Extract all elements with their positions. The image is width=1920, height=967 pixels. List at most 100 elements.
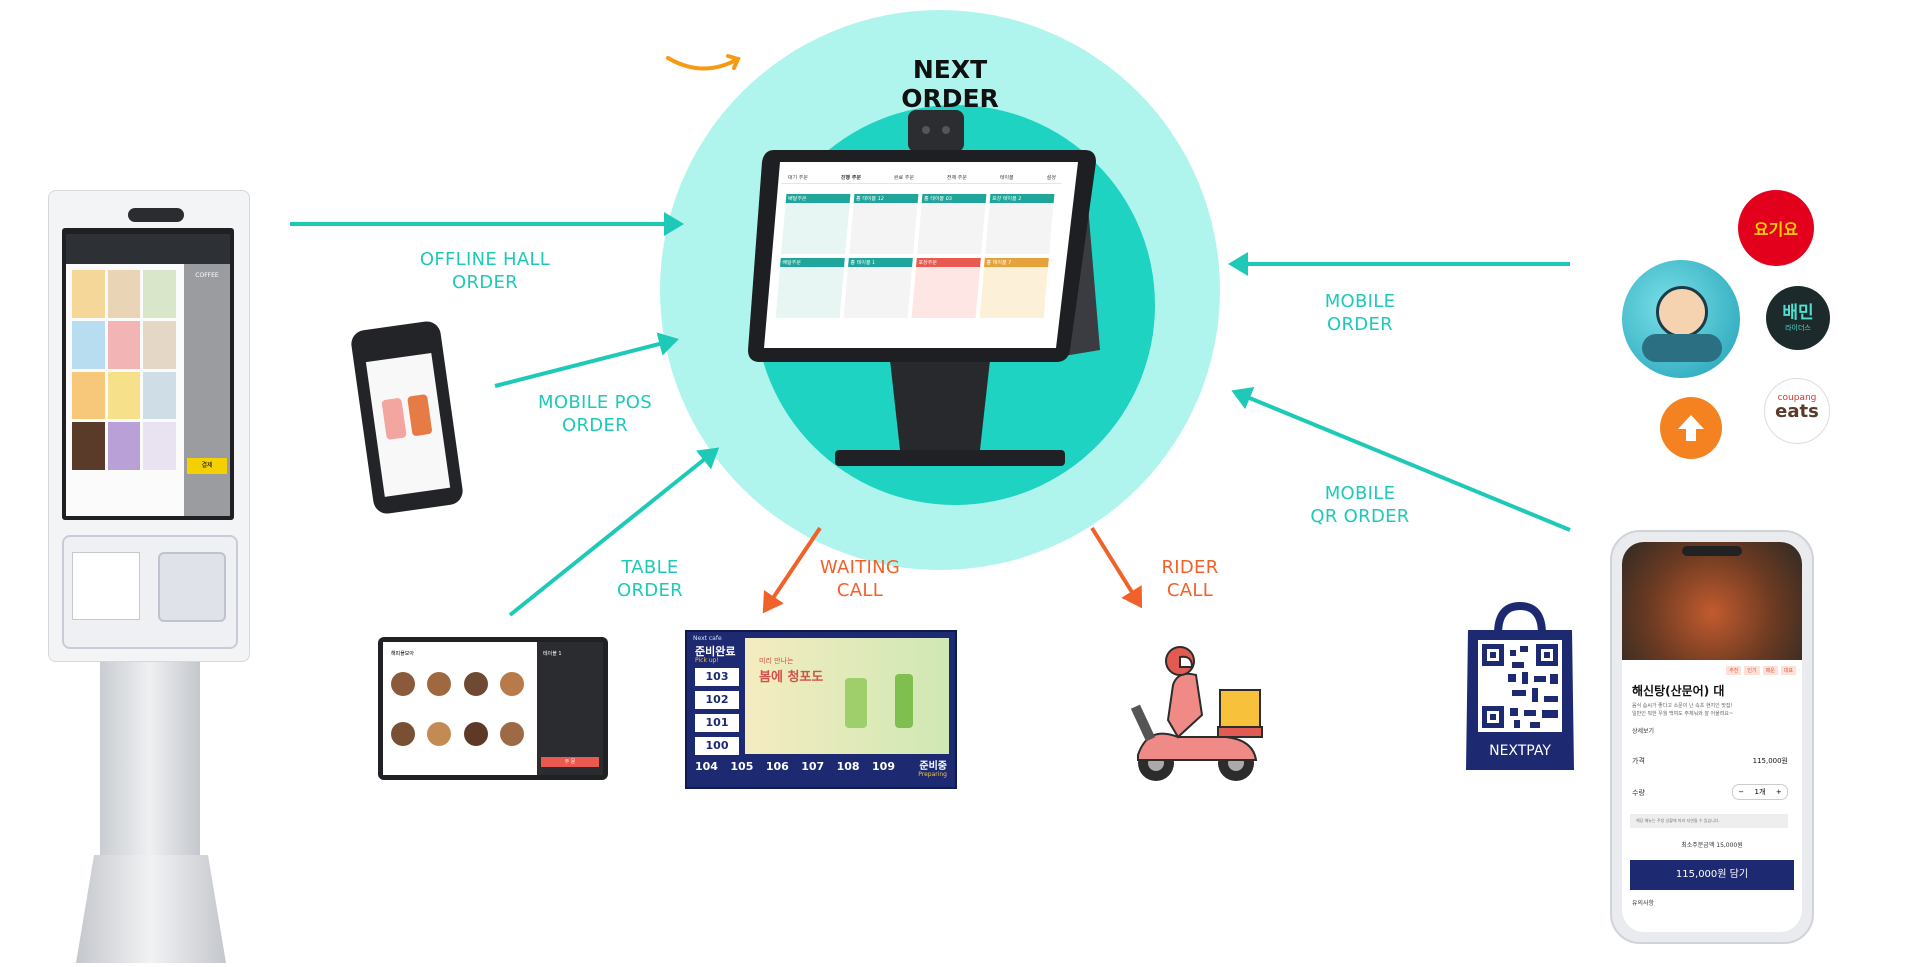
- table-order-menu-title: 해피플모아: [391, 651, 415, 657]
- phone-screen: 추천 인기 매운 대표 해신탕(산문어) 대 음식 솜씨가 좋다고 소문이 난 …: [1622, 542, 1802, 932]
- kiosk-card-reader: [158, 552, 226, 622]
- baemin-app-icon[interactable]: [1622, 260, 1740, 378]
- arrow-waiting-call: [762, 526, 822, 614]
- yogiyo-label: 요기요: [1753, 220, 1799, 239]
- add-to-cart-button[interactable]: 115,000원 담기: [1630, 860, 1794, 890]
- promo-small-text: 미리 만나는: [759, 657, 794, 665]
- coupang-bottom-text: eats: [1775, 401, 1819, 422]
- waiting-promo: 미리 만나는 봄에 청포도: [745, 638, 949, 754]
- kiosk-menu-grid: [72, 270, 176, 470]
- kiosk-menu-item[interactable]: [107, 270, 141, 318]
- ready-number: 102: [695, 691, 739, 709]
- drink-image: [407, 393, 433, 437]
- kiosk-menu-item[interactable]: [107, 422, 141, 470]
- yogiyo-app-icon[interactable]: 요기요: [1738, 190, 1814, 266]
- kiosk-menu-item[interactable]: [143, 422, 176, 470]
- kiosk-menu-item[interactable]: [107, 371, 141, 420]
- kiosk-side-panel: COFFEE 결제: [184, 264, 230, 516]
- toss-order-app-icon[interactable]: [1660, 397, 1722, 459]
- kiosk-header: [66, 234, 230, 264]
- hub-title: NEXT ORDER: [901, 55, 999, 113]
- kiosk-camera: [128, 208, 184, 222]
- baemin-riders-title: 배민: [1782, 303, 1814, 323]
- table-order-cart-panel: 테이블 1 주 문: [537, 642, 603, 775]
- table-order-button[interactable]: 주 문: [541, 757, 599, 767]
- kiosk-menu-item[interactable]: [143, 270, 176, 318]
- promo-drink: [895, 674, 913, 728]
- preparing-number: 108: [836, 760, 860, 773]
- min-order-text: 최소주문금액 15,000원: [1681, 842, 1743, 849]
- arrow-table-order: [508, 447, 720, 617]
- drink-image: [381, 397, 407, 441]
- waiting-brand: Next cafe: [693, 635, 722, 642]
- menu-dish[interactable]: [427, 722, 452, 746]
- qty-stepper[interactable]: − 1개 +: [1732, 784, 1788, 800]
- price-label: 가격: [1632, 757, 1645, 765]
- table-number: 테이블 1: [543, 651, 562, 657]
- upload-arrow-icon: [1678, 415, 1704, 441]
- dish-name: 해신탕(산문어) 대: [1632, 684, 1725, 698]
- handheld-pos-screen: [365, 352, 451, 497]
- baemin-character: [1656, 286, 1708, 338]
- preparing-number: 104: [695, 760, 718, 773]
- menu-dish[interactable]: [391, 672, 415, 696]
- coupang-eats-app-icon[interactable]: coupang eats: [1764, 378, 1830, 444]
- qr-bag-label: NEXTPAY: [1489, 743, 1551, 759]
- qty-label: 수량: [1632, 789, 1645, 797]
- preparing-title: 준비중: [919, 761, 947, 772]
- arrow-mobile-pos: [494, 332, 679, 388]
- table-order-tablet: 해피플모아 테이블 1 주 문: [378, 637, 608, 780]
- details-link[interactable]: 상세보기: [1632, 728, 1655, 735]
- preparing-number: 109: [872, 760, 895, 773]
- notes-title: 유의사항: [1632, 900, 1655, 907]
- dish-desc-1: 음식 솜씨가 좋다고 소문이 난 속초 현지인 맛집!: [1632, 703, 1733, 709]
- table-order-screen: 해피플모아 테이블 1 주 문: [383, 642, 603, 775]
- kiosk-menu-item[interactable]: [72, 270, 105, 318]
- dish-photo: [1622, 542, 1802, 660]
- rider-scooter-icon: [1130, 646, 1263, 781]
- kiosk-pay-button[interactable]: 결제: [187, 458, 227, 474]
- menu-dish[interactable]: [463, 672, 488, 696]
- qty-plus-button[interactable]: +: [1775, 788, 1782, 796]
- menu-dish[interactable]: [427, 672, 452, 696]
- menu-dish[interactable]: [463, 722, 488, 746]
- menu-dish[interactable]: [391, 722, 415, 746]
- coupang-top-text: coupang: [1777, 393, 1817, 403]
- kiosk-menu-item[interactable]: [107, 320, 141, 369]
- kiosk-base: [76, 855, 226, 963]
- qty-minus-button[interactable]: −: [1738, 788, 1745, 796]
- kiosk-menu-item[interactable]: [72, 422, 105, 470]
- baemin-riders-sub: 라이더스: [1785, 324, 1811, 332]
- waiting-ready-title: 준비완료: [695, 645, 736, 658]
- arrow-rider-call: [1090, 526, 1143, 609]
- qty-value: 1개: [1754, 788, 1766, 796]
- preparing-number: 107: [801, 760, 825, 773]
- phone-notch: [1682, 546, 1742, 556]
- preparing-number: 105: [730, 760, 754, 773]
- smartphone-device: 추천 인기 매운 대표 해신탕(산문어) 대 음식 솜씨가 좋다고 소문이 난 …: [1610, 530, 1814, 944]
- menu-dish[interactable]: [499, 722, 524, 746]
- menu-dish[interactable]: [499, 672, 524, 696]
- promo-drink: [845, 678, 867, 728]
- kiosk-pillar: [100, 655, 200, 865]
- baemin-riders-app-icon[interactable]: 배민 라이더스: [1766, 286, 1830, 350]
- kiosk-menu-item[interactable]: [143, 320, 176, 369]
- preparing-row: 104 105 106 107 108 109: [695, 760, 895, 773]
- dish-tags: 추천 인기 매운 대표: [1726, 666, 1796, 675]
- promo-big-text: 봄에 청포도: [759, 670, 824, 685]
- kiosk-menu-item[interactable]: [72, 320, 105, 369]
- dish-tag: 인기: [1744, 666, 1760, 675]
- dish-desc-2: 일반인 뭐한 우월 백여도 주체눠와 잘 어울려요~: [1632, 711, 1734, 717]
- dish-tag: 추천: [1726, 666, 1742, 675]
- dish-tag: 대표: [1780, 666, 1796, 675]
- ready-number: 101: [695, 714, 739, 732]
- kiosk-menu-item[interactable]: [72, 371, 105, 420]
- kiosk-menu-item[interactable]: [143, 371, 176, 420]
